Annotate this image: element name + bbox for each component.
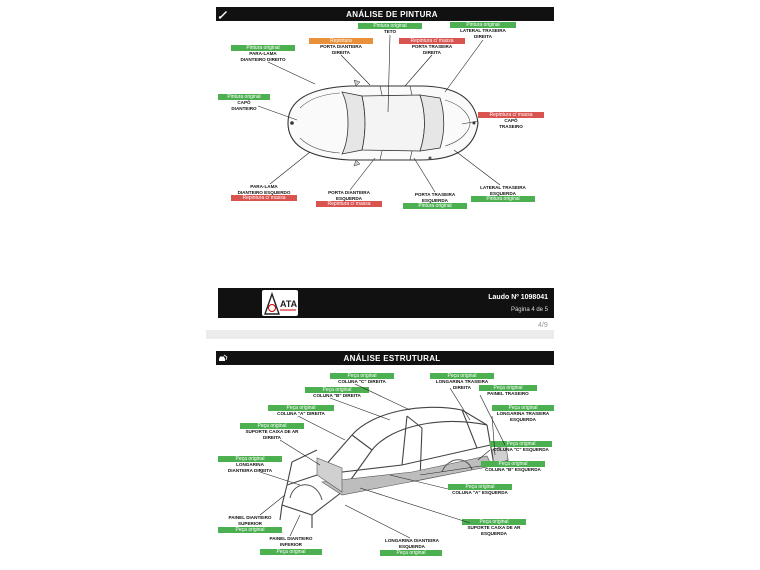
paint-analysis-title: ANÁLISE DE PINTURA [346,9,438,19]
paint-tag-para-lama-dianteiro-direito: Pintura original [231,45,295,51]
structure-analysis-title: ANÁLISE ESTRUTURAL [343,353,441,363]
paint-label-capo-traseiro: CAPÔ TRASEIRO [499,118,523,129]
paint-tag-para-lama-dianteiro-esquerdo: Repintura c/ massa [231,195,297,201]
struct-label-coluna-a-direita: COLUNA "A" DIREITA [277,411,325,416]
page-counter: 4/9 [538,322,548,329]
struct-label-coluna-c-esquerda: COLUNA "C" ESQUERDA [493,447,549,452]
struct-label-longarina-traseira-esquerda: LONGARINA TRASEIRA ESQUERDA [496,411,550,422]
paint-label-teto: TETO [383,29,397,34]
struct-label-coluna-b-direita: COLUNA "B" DIREITA [313,393,361,398]
struct-tag-coluna-b-esquerda: Peça original [481,461,545,467]
paint-label-porta-dianteira-direita: PORTA DIANTEIRA DIREITA [320,44,362,55]
report-page: Página 4 de 5 [510,307,548,313]
paint-tag-lateral-traseira-direita: Pintura original [450,22,516,28]
struct-label-coluna-c-direita: COLUNA "C" DIREITA [338,379,386,384]
paint-label-para-lama-dianteiro-direito: PARA-LAMA DIANTEIRO DIREITO [240,51,286,62]
paint-label-porta-traseira-direita: PORTA TRASEIRA DIREITA [411,44,453,55]
struct-tag-longarina-dianteira-esquerda: Peça original [380,550,442,556]
paint-label-capo-dianteiro: CAPÔ DIANTEIRO [231,100,257,111]
paint-tag-lateral-traseira-esquerda: Pintura original [471,196,535,202]
paint-tag-teto: Pintura original [358,23,422,29]
struct-label-longarina-dianteira-direita: LONGARINA DIANTEIRA DIREITA [227,462,273,473]
structure-analysis-header: ANÁLISE ESTRUTURAL [216,351,554,365]
struct-label-longarina-traseira-direita: LONGARINA TRASEIRA DIREITA [435,379,489,390]
car-crash-icon [216,351,230,365]
struct-tag-longarina-traseira-esquerda: Peça original [492,405,554,411]
brush-icon [216,7,230,21]
paint-tag-capo-traseiro: Repintura c/ massa [478,112,544,118]
paint-tag-capo-dianteiro: Pintura original [218,94,270,100]
paint-tag-porta-traseira-direita: Repintura c/ massa [399,38,465,44]
struct-tag-longarina-traseira-direita: Peça original [430,373,494,379]
car-structure-illustration [279,406,509,528]
paint-tag-porta-traseira-esquerda: Pintura original [403,203,467,209]
struct-label-painel-dianteiro-superior: PAINEL DIANTEIRO SUPERIOR [228,515,272,526]
struct-label-coluna-b-esquerda: COLUNA "B" ESQUERDA [485,467,541,472]
paint-label-porta-dianteira-esquerda: PORTA DIANTEIRA ESQUERDA [328,190,370,201]
struct-label-painel-dianteiro-inferior: PAINEL DIANTEIRO INFERIOR [269,536,313,547]
struct-tag-longarina-dianteira-direita: Peça original [218,456,282,462]
ata-logo-text: ATA [280,299,298,309]
struct-tag-coluna-c-esquerda: Peça original [490,441,552,447]
paint-tag-porta-dianteira-esquerda: Repintura c/ massa [316,201,382,207]
report-footer: ATA Laudo Nº 1098041 Página 4 de 5 [218,288,554,318]
paint-label-para-lama-dianteiro-esquerdo: PARA-LAMA DIANTEIRO ESQUERDO [237,184,291,195]
struct-tag-coluna-b-direita: Peça original [305,387,369,393]
struct-tag-painel-dianteiro-superior: Peça original [218,527,282,533]
report-number: Laudo Nº 1098041 [488,294,548,301]
paint-label-lateral-traseira-esquerda: LATERAL TRASEIRA ESQUERDA [480,185,526,196]
paint-analysis-header: ANÁLISE DE PINTURA [216,7,554,21]
struct-tag-coluna-c-direita: Peça original [330,373,394,379]
struct-label-suporte-caixa-ar-esquerda: SUPORTE CAIXA DE AR ESQUERDA [467,525,521,536]
struct-tag-painel-traseiro: Peça original [479,385,537,391]
struct-label-longarina-dianteira-esquerda: LONGARINA DIANTEIRA ESQUERDA [385,538,439,549]
ata-logo: ATA [262,290,298,316]
struct-tag-painel-dianteiro-inferior: Peça original [260,549,322,555]
struct-tag-coluna-a-esquerda: Peça original [448,484,512,490]
struct-label-suporte-caixa-ar-direita: SUPORTE CAIXA DE AR DIREITA [245,429,299,440]
struct-tag-coluna-a-direita: Peça original [268,405,334,411]
paint-tag-porta-dianteira-direita: Repintura [309,38,373,44]
struct-label-coluna-a-esquerda: COLUNA "A" ESQUERDA [452,490,508,495]
page-divider [206,330,554,339]
paint-label-lateral-traseira-direita: LATERAL TRASEIRA DIREITA [460,28,506,39]
struct-tag-suporte-caixa-ar-direita: Peça original [240,423,304,429]
car-top-view [287,79,479,167]
struct-label-painel-traseiro: PAINEL TRASEIRO [487,391,529,396]
paint-label-porta-traseira-esquerda: PORTA TRASEIRA ESQUERDA [414,192,456,203]
struct-tag-suporte-caixa-ar-esquerda: Peça original [462,519,526,525]
